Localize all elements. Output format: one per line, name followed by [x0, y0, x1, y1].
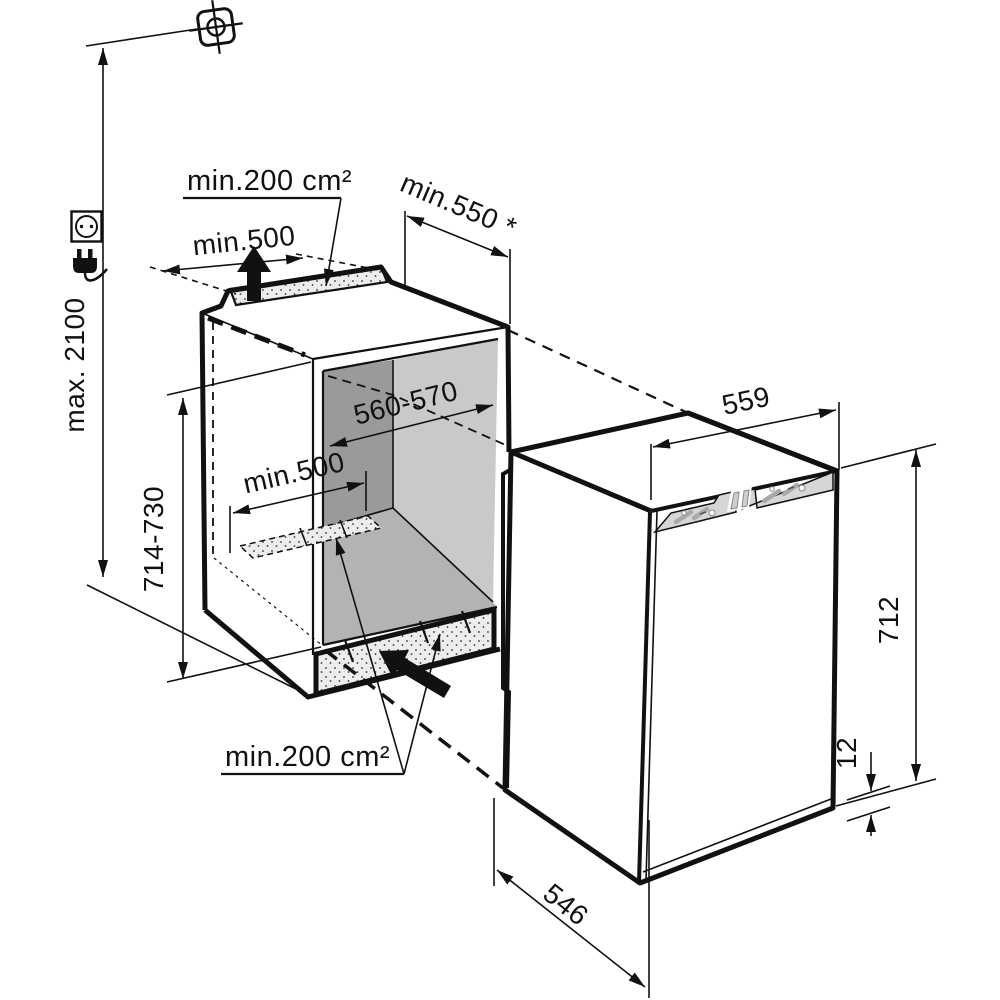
callout-bottom-vent-area: min.200 cm² — [221, 537, 441, 776]
mounting-strip — [652, 470, 834, 534]
dim-base-recess: 12 — [831, 737, 891, 836]
datum-target-icon — [189, 0, 243, 54]
dim-niche-height: 714-730 — [138, 361, 322, 683]
dim-appliance-height: 712 — [835, 443, 937, 807]
rear-floor-vent — [238, 515, 383, 559]
niche-height-label: 714-730 — [138, 486, 169, 592]
appliance-depth-label: 546 — [537, 877, 594, 931]
appliance-width-label: 559 — [719, 381, 773, 421]
niche-floor — [323, 508, 497, 645]
top-vent-area-label: min.200 cm² — [187, 165, 352, 197]
appliance — [501, 410, 840, 886]
niche-side-wall — [393, 338, 498, 602]
cabinet-niche — [199, 264, 512, 700]
base-recess-label: 12 — [831, 737, 862, 769]
dim-ceiling-height: max. 2100 — [59, 28, 305, 694]
appliance-height-label: 712 — [873, 596, 904, 644]
power-socket-icon — [70, 210, 103, 243]
top-vent-width-label: min.500 — [191, 220, 297, 262]
ceiling-height-label: max. 2100 — [59, 297, 90, 432]
niche-depth-label: min.550 * — [396, 167, 521, 244]
bottom-vent-area-label: min.200 cm² — [225, 741, 390, 773]
callout-top-vent-area: min.200 cm² — [183, 165, 352, 287]
airflow-up-arrow — [237, 246, 271, 301]
power-plug-icon — [73, 249, 108, 282]
airflow-in-arrow — [379, 650, 451, 698]
